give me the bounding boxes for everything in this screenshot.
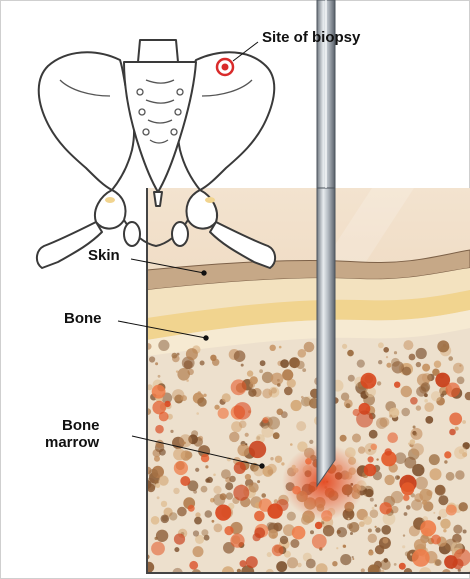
leader-marrow-dot	[260, 464, 264, 468]
tissue-cross-section	[143, 188, 470, 579]
biopsy-needle	[317, 188, 335, 486]
leader-skin-dot	[202, 271, 206, 275]
label-bone: Bone	[64, 311, 102, 327]
label-site-of-biopsy: Site of biopsy	[262, 30, 360, 46]
label-bone-marrow-line2: marrow	[45, 435, 99, 451]
label-skin: Skin	[88, 248, 120, 264]
label-bone-marrow-line1: Bone	[62, 418, 100, 434]
leader-bone-dot	[204, 336, 208, 340]
